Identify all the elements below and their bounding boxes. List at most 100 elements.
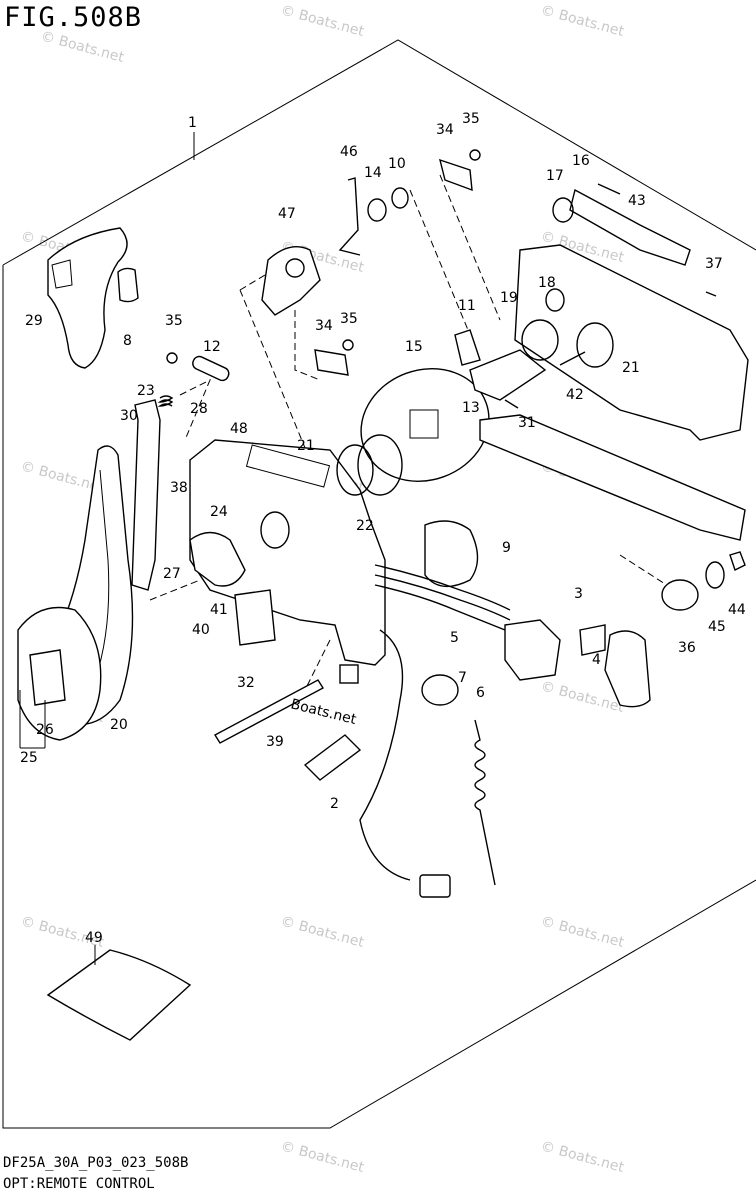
callout: 37 [705, 256, 723, 272]
callout: 43 [628, 193, 646, 209]
callout: 13 [462, 400, 480, 416]
part-9-buzzer [424, 520, 479, 588]
part-7-lanyard-switch [421, 674, 459, 706]
callout: 38 [170, 480, 188, 496]
assembly-outline [2, 39, 756, 1129]
callout-labels: 1 2 3 4 5 6 7 8 9 10 11 12 13 14 15 16 1… [20, 111, 746, 946]
part-1-bottom-rail [479, 414, 746, 541]
part-2-plate [303, 734, 362, 781]
callout: 1 [188, 115, 197, 131]
callout: 4 [592, 652, 601, 668]
callout: 11 [458, 298, 476, 314]
callout: 27 [163, 566, 181, 582]
callout: 18 [538, 275, 556, 291]
part-29-detail [51, 259, 73, 289]
callout: 49 [85, 930, 103, 946]
callout: 23 [137, 383, 155, 399]
callout: 36 [678, 640, 696, 656]
part-1-side-cover [514, 244, 749, 441]
callout: 6 [476, 685, 485, 701]
part-44-nut [729, 551, 746, 571]
callout: 34 [315, 318, 333, 334]
watermark: © Boats.net [539, 2, 626, 40]
part-14-bushing [367, 198, 387, 222]
watermark: © Boats.net [279, 2, 366, 40]
callout: 10 [388, 156, 406, 172]
part-43-screw [597, 183, 621, 195]
callout: 30 [120, 408, 138, 424]
part-13-lever [469, 349, 547, 401]
callout: 32 [237, 675, 255, 691]
watermark: © Boats.net [539, 913, 626, 951]
part-3-switch [504, 619, 561, 681]
part-49-packet [46, 949, 192, 1041]
watermark: © Boats.net [39, 28, 126, 66]
part-26-emblem [29, 649, 66, 706]
part-48-boss [260, 511, 290, 549]
part-4-key [579, 624, 606, 656]
part-29-cover [47, 227, 128, 369]
part-35-clip [166, 352, 178, 364]
part-connector [419, 874, 451, 898]
callout: 35 [165, 313, 183, 329]
callout: 47 [278, 206, 296, 222]
callout: 16 [572, 153, 590, 169]
part-39-bolt [214, 679, 324, 744]
part-22-washer [357, 434, 403, 496]
part-46-lever [338, 177, 361, 256]
callout: 44 [728, 602, 746, 618]
leader-line [19, 690, 46, 749]
part-32-clip [234, 589, 276, 646]
part-45-washer [705, 561, 725, 589]
wire-harness-lead [359, 629, 411, 881]
part-17-ring [552, 197, 574, 223]
part-15-square-hole [409, 409, 439, 439]
part-15-plate [360, 368, 490, 482]
callout: 12 [203, 339, 221, 355]
callout: 26 [36, 722, 54, 738]
part-23-lever-plate [131, 399, 161, 591]
part-31-pin [504, 399, 519, 409]
part-34-link [314, 349, 349, 376]
part-33-block [339, 664, 359, 684]
part-37-screw [705, 291, 717, 297]
figure-title: FIG.508B [4, 2, 143, 33]
callout: 21 [622, 360, 640, 376]
wire-harness [374, 564, 511, 631]
part-48-label-plate [245, 444, 331, 488]
part-8-pad [117, 267, 139, 303]
part-48-housing [189, 439, 386, 666]
callout: 15 [405, 339, 423, 355]
part-16-arm [569, 188, 691, 266]
watermark: © Boats.net [279, 1138, 366, 1176]
callout: 35 [340, 311, 358, 327]
callout: 40 [192, 622, 210, 638]
part-6-lanyard [474, 719, 496, 886]
part-10-washer [391, 187, 409, 209]
part-11-shaft [454, 329, 481, 366]
callout: 39 [266, 734, 284, 750]
part-21-ring [336, 444, 374, 496]
callout: 28 [190, 401, 208, 417]
callout: 48 [230, 421, 248, 437]
watermark: © Boats.net [539, 1138, 626, 1176]
callout: 3 [574, 586, 583, 602]
part-19-gear [521, 319, 559, 361]
part-24-cam [189, 531, 246, 587]
part-34-link [439, 158, 473, 192]
callout: 41 [210, 602, 228, 618]
callout: 46 [340, 144, 358, 160]
callout: 22 [356, 518, 374, 534]
part-3-cap [604, 630, 651, 708]
callout: 5 [450, 630, 459, 646]
part-47-bracket [261, 246, 321, 316]
part-21-ring [576, 322, 614, 368]
watermark-inline: Boats.net [289, 696, 358, 728]
callout: 25 [20, 750, 38, 766]
callout: 35 [462, 111, 480, 127]
callout: 21 [297, 438, 315, 454]
callout: 9 [502, 540, 511, 556]
callout: 7 [458, 670, 467, 686]
part-35-clip [342, 339, 354, 351]
